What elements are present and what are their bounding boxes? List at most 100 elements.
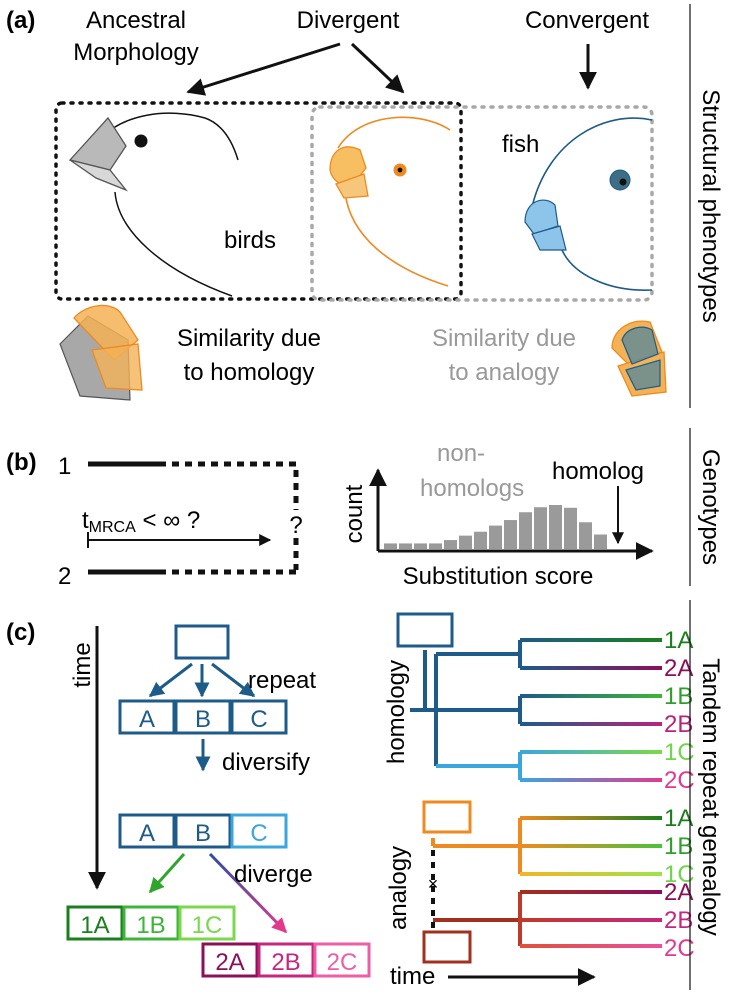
- ana-leaf-1a: 1A: [664, 805, 693, 832]
- div-unit-box-b: [174, 813, 232, 849]
- hom-leaf-1a: 1A: [664, 627, 693, 654]
- final-units-2: 2A 2B 2C: [201, 942, 371, 978]
- div-unit-b-text: B: [195, 820, 211, 847]
- substitution-score-label: Substitution score: [403, 563, 594, 590]
- histogram-bar: [459, 535, 472, 549]
- analogy-root-box-orange: [422, 800, 472, 834]
- histogram-bar: [549, 505, 562, 549]
- diverge-arrow-magenta: [208, 852, 288, 934]
- unit-b-text: B: [195, 706, 211, 733]
- analogy-root-box-red: [422, 930, 472, 964]
- analogy-label: analogy: [385, 846, 412, 930]
- histogram-bar: [519, 512, 532, 549]
- divergent-arrows: [186, 42, 597, 96]
- final-box-2c: [313, 942, 371, 978]
- histogram: [369, 468, 654, 560]
- birds-label: birds: [224, 227, 276, 254]
- homolog-label: homolog: [552, 458, 644, 485]
- final-box-1a: [66, 905, 124, 941]
- homology-beak-icon: [59, 304, 143, 401]
- time-horizontal-label: time: [390, 963, 435, 990]
- sequence-lines: [88, 461, 299, 575]
- histogram-bar: [534, 507, 547, 549]
- structural-phenotypes-label: Structural phenotypes: [697, 89, 724, 322]
- div-unit-c-text: C: [250, 820, 267, 847]
- mrca-question: ?: [289, 512, 302, 539]
- histogram-bar: [429, 543, 442, 549]
- histogram-bar: [399, 543, 412, 549]
- homology-line1: Similarity due: [177, 325, 321, 352]
- final-2c-text: 2C: [327, 949, 358, 976]
- homology-tree: homology 1A 2A 1B 2B 1C 2C: [383, 612, 695, 794]
- time-vertical-label: time: [69, 642, 96, 687]
- final-units-1: 1A 1B 1C: [66, 905, 236, 941]
- analogy-tree: analogy × 1A 1B 1C 2A 2B 2C: [385, 800, 695, 964]
- divergent-bird-head: [329, 116, 451, 287]
- nonhomologs-line1: non-: [437, 440, 485, 467]
- bird-box: [54, 101, 463, 301]
- convergent-box: [310, 105, 654, 302]
- histogram-bar: [414, 543, 427, 549]
- histogram-bar: [474, 531, 487, 549]
- repeat-arrows: [148, 662, 256, 698]
- final-2b-text: 2B: [271, 949, 300, 976]
- div-unit-box-a: [118, 813, 176, 849]
- panel-b-label: (b): [6, 449, 37, 476]
- ancestral-label: Ancestral: [86, 7, 186, 34]
- homology-root-box: [396, 612, 454, 648]
- histogram-bar: [444, 540, 457, 549]
- ana-leaf-1b: 1B: [664, 833, 693, 860]
- diversified-units-row: A B C: [118, 813, 288, 849]
- unit-a-text: A: [139, 706, 155, 733]
- diverge-label: diverge: [234, 861, 313, 888]
- final-box-2a: [201, 942, 259, 978]
- unit-c-text: C: [250, 706, 267, 733]
- divergent-label: Divergent: [297, 7, 400, 34]
- panel-a-label: (a): [6, 7, 35, 34]
- analogy-x-mark: ×: [428, 874, 439, 894]
- seq1-label: 1: [58, 453, 71, 480]
- ancestral-bird-head: [68, 112, 239, 297]
- ana-leaf-2a: 2A: [664, 879, 693, 906]
- count-label: count: [341, 484, 368, 543]
- tmrca-label: tMRCA < ∞ ?: [82, 507, 200, 536]
- hom-leaf-2a: 2A: [664, 655, 693, 682]
- histogram-bars: [384, 505, 607, 549]
- final-1b-text: 1B: [136, 912, 165, 939]
- div-unit-box-c: [230, 813, 288, 849]
- diversify-label: diversify: [222, 749, 310, 776]
- final-box-1c: [178, 905, 236, 941]
- fish-head: [524, 117, 653, 291]
- panel-c-label: (c): [6, 619, 35, 646]
- histogram-bar: [489, 525, 502, 549]
- homology-label: homology: [383, 660, 410, 764]
- nonhomologs-line2: homologs: [420, 475, 524, 502]
- final-2a-text: 2A: [215, 949, 244, 976]
- diverge-arrow-green: [148, 852, 186, 894]
- histogram-bar: [594, 534, 607, 549]
- homology-line2: to homology: [184, 359, 315, 386]
- final-box-2b: [257, 942, 315, 978]
- seq2-label: 2: [58, 563, 71, 590]
- ana-leaf-2b: 2B: [664, 907, 693, 934]
- analogy-beak-icon: [611, 320, 667, 397]
- histogram-bar: [384, 543, 397, 549]
- morphology-label: Morphology: [73, 39, 198, 66]
- analogy-line2: to analogy: [449, 359, 560, 386]
- analogy-line1: Similarity due: [432, 325, 576, 352]
- fish-label: fish: [502, 131, 539, 158]
- final-1c-text: 1C: [192, 912, 223, 939]
- convergent-label: Convergent: [525, 7, 649, 34]
- unit-box-a: [118, 699, 176, 735]
- histogram-bar: [504, 520, 517, 549]
- histogram-bar: [579, 522, 592, 549]
- ancestral-unit-box: [174, 624, 230, 660]
- final-1a-text: 1A: [80, 912, 109, 939]
- tandem-repeat-genealogy-label: Tandem repeat genealogy: [697, 658, 724, 936]
- hom-leaf-1b: 1B: [664, 683, 693, 710]
- unit-box-c: [230, 699, 288, 735]
- final-box-1b: [122, 905, 180, 941]
- histogram-bar: [564, 507, 577, 549]
- hom-leaf-2b: 2B: [664, 711, 693, 738]
